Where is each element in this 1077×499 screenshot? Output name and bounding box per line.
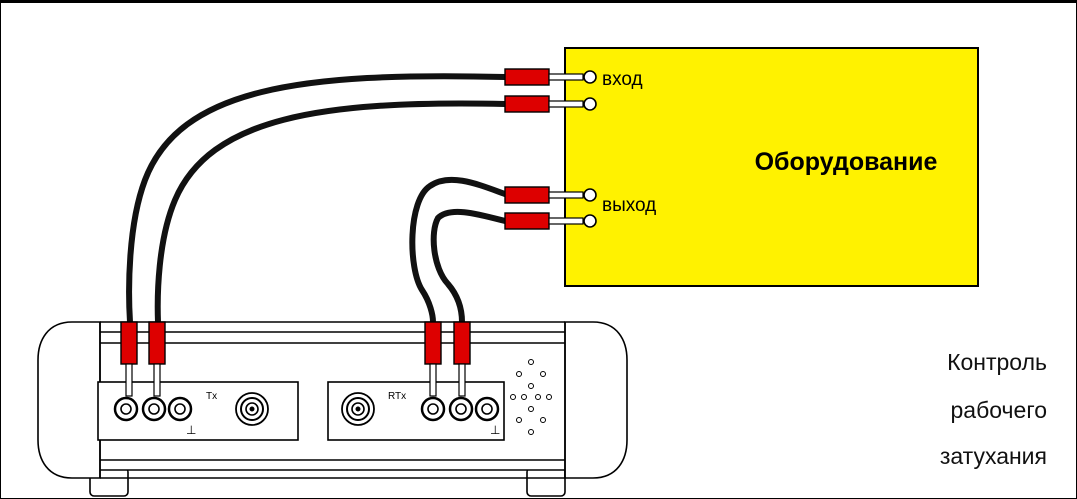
- caption-line-2: рабочего: [950, 397, 1048, 423]
- rtx-jacks: [341, 392, 500, 426]
- speaker-grille-icon: [510, 359, 552, 435]
- bnc-connector-icon: [235, 392, 269, 426]
- tx-jacks: [113, 392, 269, 426]
- jack-socket-icon: [141, 396, 167, 422]
- end-cap-right: [564, 321, 628, 479]
- jack-socket-icon: [474, 396, 500, 422]
- terminal-input-1: [583, 70, 597, 84]
- plug-icon: [453, 321, 471, 397]
- cables: [126, 73, 508, 325]
- terminal-output-1: [583, 188, 597, 202]
- equipment-title: Оборудование: [755, 148, 938, 176]
- cable-rtx-1: [409, 176, 508, 325]
- tx-ground-symbol: ⊥: [186, 423, 196, 437]
- equipment-box: [564, 47, 979, 287]
- plug-icon: [424, 321, 442, 397]
- plug-icon: [148, 321, 166, 397]
- rtx-ground-symbol: ⊥: [490, 423, 500, 437]
- equipment-terminals: [583, 70, 597, 228]
- jack-socket-icon: [113, 396, 139, 422]
- terminal-input-2: [583, 97, 597, 111]
- cable-tx-2: [154, 100, 508, 325]
- jack-socket-icon: [167, 396, 193, 422]
- end-cap-left: [37, 321, 101, 479]
- jack-socket-icon: [448, 396, 474, 422]
- plug-icon: [504, 186, 584, 204]
- instrument-plugs: [120, 321, 471, 397]
- caption-line-1: Контроль: [947, 349, 1047, 375]
- foot-right: [526, 467, 566, 497]
- tx-label: Tx: [206, 391, 217, 402]
- rtx-label: RTx: [388, 391, 406, 402]
- plug-icon: [504, 68, 584, 86]
- cable-rtx-2: [430, 208, 508, 325]
- output-label: выход: [602, 195, 656, 216]
- input-label: вход: [602, 69, 643, 90]
- bnc-connector-icon: [341, 392, 375, 426]
- plug-icon: [120, 321, 138, 397]
- equipment-plugs: [504, 68, 584, 230]
- jack-socket-icon: [420, 396, 446, 422]
- cable-tx-1: [126, 73, 508, 325]
- terminal-output-2: [583, 214, 597, 228]
- plug-icon: [504, 212, 584, 230]
- caption-line-3: затухания: [939, 443, 1047, 469]
- plug-icon: [504, 95, 584, 113]
